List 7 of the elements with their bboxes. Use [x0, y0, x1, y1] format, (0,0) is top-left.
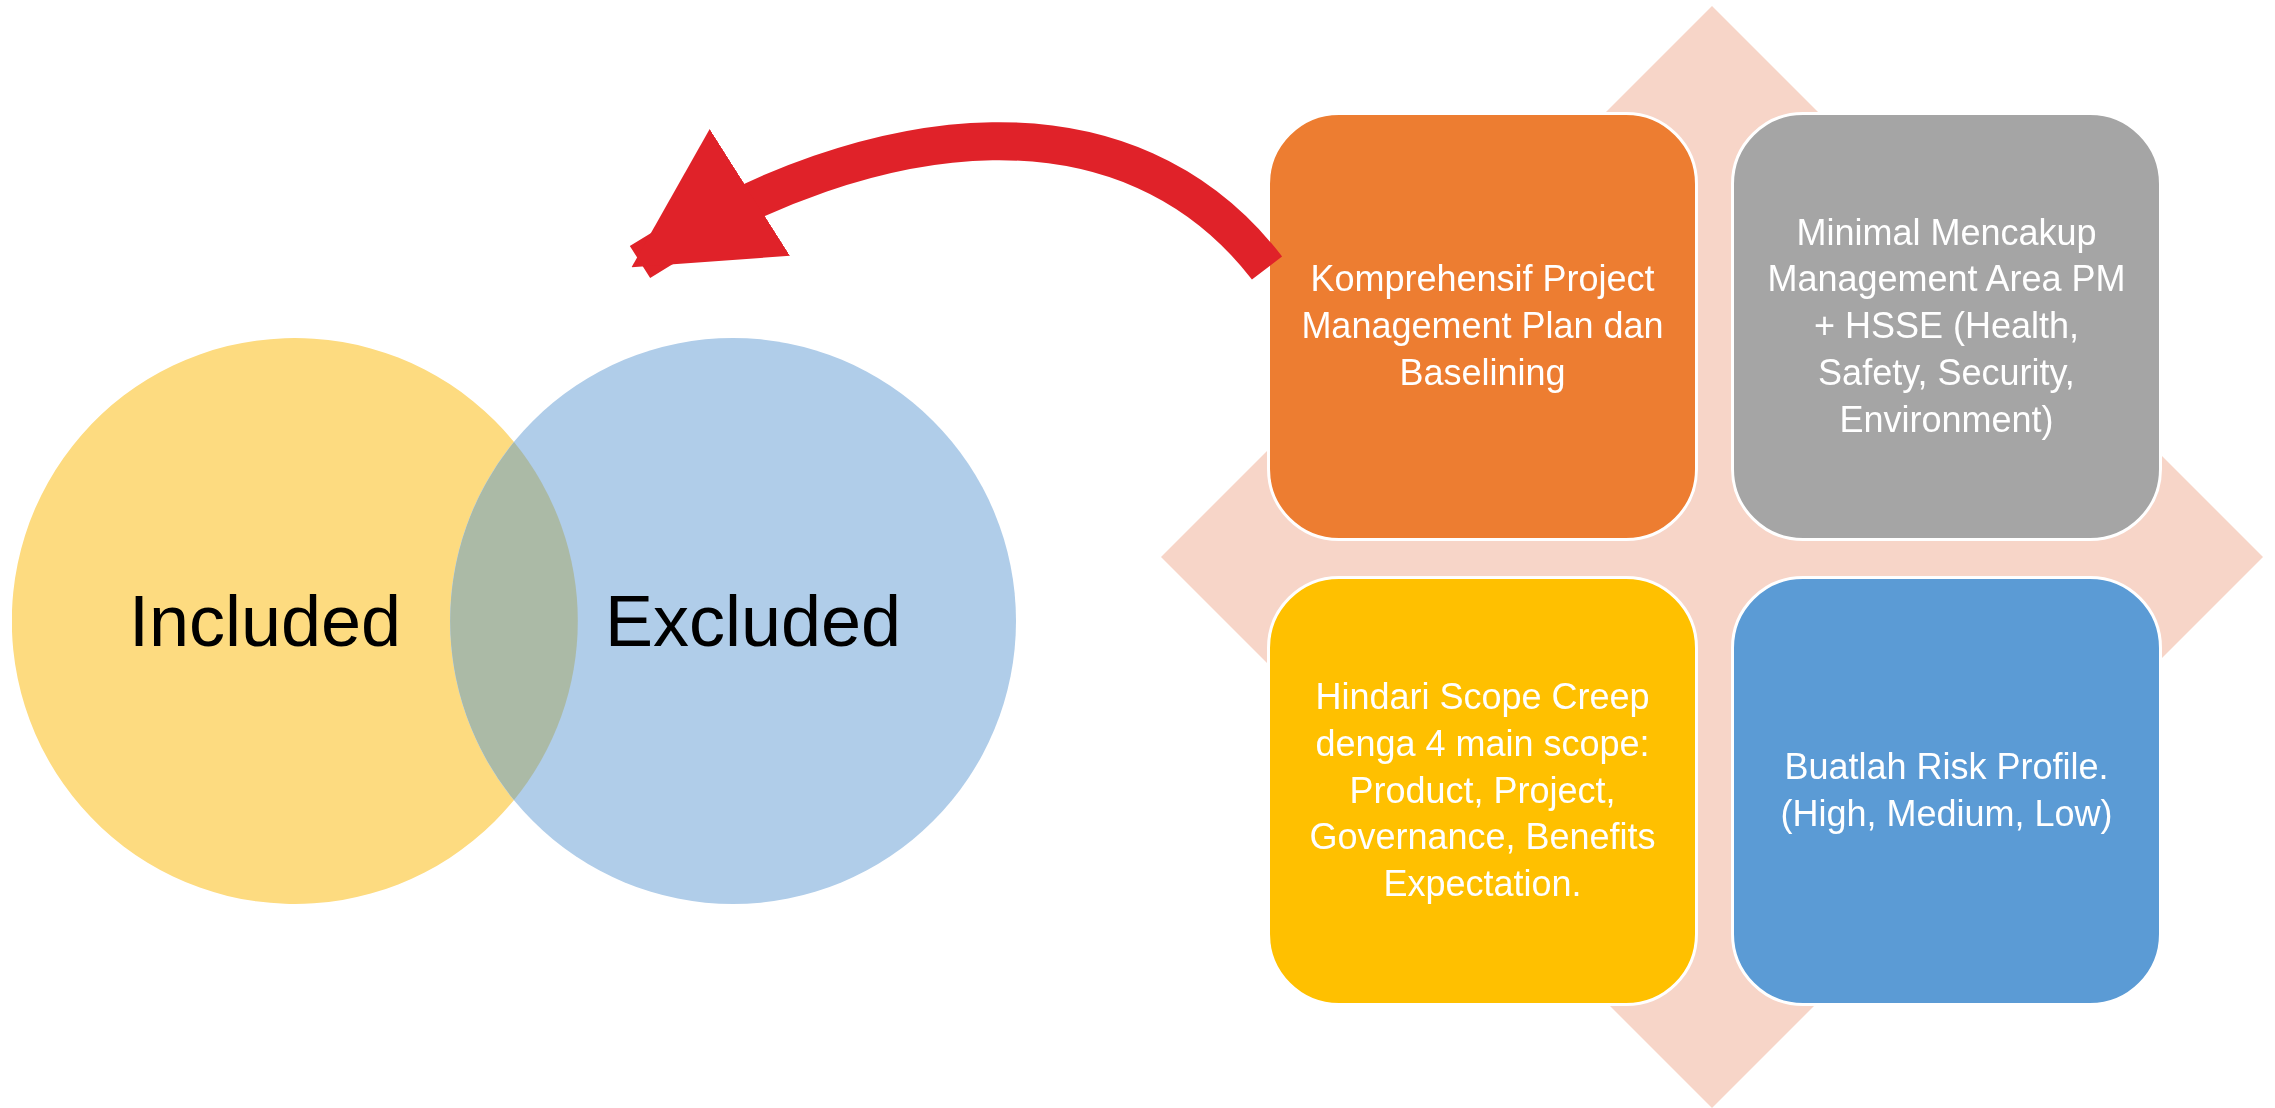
curved-arrow: [630, 122, 1282, 281]
box-text: Komprehensif Project Management Plan dan Baselining: [1300, 257, 1665, 395]
circle-label: Included: [128, 580, 402, 662]
box-text: Buatlah Risk Profile. (High, Medium, Low): [1779, 745, 2114, 836]
box-text: Minimal Mencakup Management Area PM + HSSE (Health, Safety, Security, Environment): [1766, 210, 2127, 442]
circle-label: Excluded: [604, 580, 902, 662]
box-text: Hindari Scope Creep denga 4 main scope: Product, Project, Governance, Benefits Expectation.: [1308, 675, 1657, 907]
